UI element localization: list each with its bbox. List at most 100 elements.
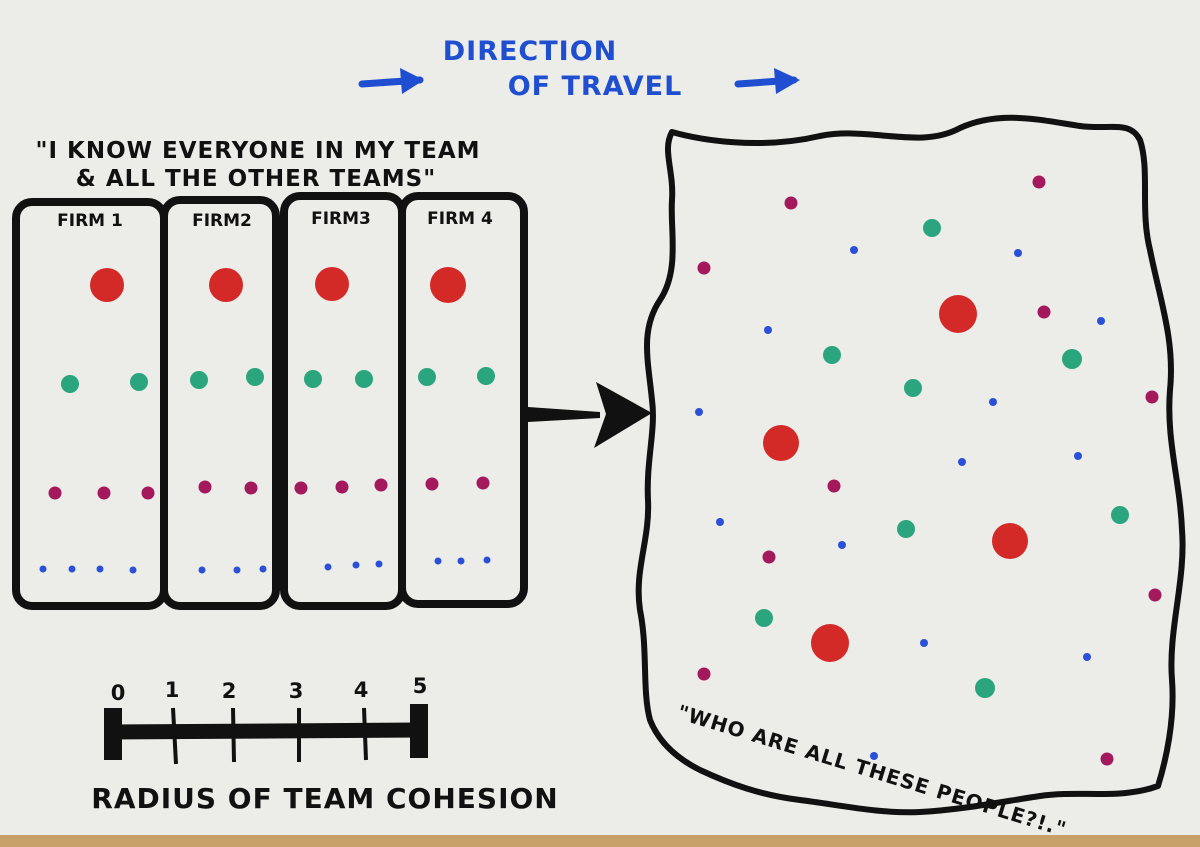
left-blue-arrowhead-icon [400,68,424,94]
firm-4-green-dot [418,368,436,386]
firm-4-box [398,192,528,608]
top-quote: "I KNOW EVERYONE IN MY TEAM & ALL THE OT… [35,138,480,192]
scale-tick-2: 2 [222,679,237,703]
crowd-green-dot [897,520,915,538]
crowd-blue-dot [838,541,846,549]
top-quote-line-1: "I KNOW EVERYONE IN MY TEAM [35,138,480,164]
firm-3-magenta-dot [374,478,388,492]
firm-3-magenta-dot [294,481,308,495]
scale-end-right [410,704,428,758]
direction-label: DIRECTION [443,36,618,67]
crowd-green-dot [904,379,922,397]
scale-tick-5: 5 [413,674,428,698]
crowd-green-dot [755,609,773,627]
crowd-dots [695,175,1162,766]
scale-tick-0: 0 [111,681,126,705]
crowd-blue-dot [764,326,772,334]
firm-2-magenta-dot [244,481,258,495]
crowd-blue-dot [695,408,703,416]
firm-1-blue-dot [39,565,47,573]
scale-end-left [104,708,122,760]
scale-tick-1: 1 [165,678,180,702]
firm-1-green-dot [61,375,79,393]
crowd-blue-dot [850,246,858,254]
firm-3-label: FIRM3 [311,209,371,229]
crowd-blue-dot [716,518,724,526]
crowd-green-dot [823,346,841,364]
firm-4-blue-dot [483,556,491,564]
crowd-magenta-dot [827,479,841,493]
crowd-magenta-dot [1032,175,1046,189]
firm-4-red-dot [430,267,466,303]
crowd-green-dot [923,219,941,237]
crowd-green-dot [975,678,995,698]
crowd-red-dot [992,523,1028,559]
firm-2-magenta-dot [198,480,212,494]
firm-1-green-dot [130,373,148,391]
crowd-blue-dot [989,398,997,406]
crowd-magenta-dot [1100,752,1114,766]
arrow-shaft [528,407,600,422]
crowd-magenta-dot [1145,390,1159,404]
crowd-blob-outline [635,114,1186,816]
right-blue-arrowhead-icon [774,68,800,94]
firm-3-blue-dot [352,561,360,569]
firm-2-blue-dot [198,566,206,574]
crowd-magenta-dot [697,261,711,275]
firm-4-label: FIRM 4 [427,209,493,229]
crowd-blue-dot [958,458,966,466]
scale-tick-mark-4 [362,707,368,761]
crowd-blue-dot [1083,653,1091,661]
firm-4-green-dot [477,367,495,385]
crowd-blue-dot [870,752,878,760]
firm-1-blue-dot [68,565,76,573]
firm-2-box [160,196,280,610]
crowd-blue-dot [920,639,928,647]
firm-1-magenta-dot [48,486,62,500]
firm-3-green-dot [355,370,373,388]
scale-bar [115,722,421,740]
scale-tick-mark-2 [231,707,236,763]
firm-4-blue-dot [434,557,442,565]
firm-3-blue-dot [375,560,383,568]
firm-3-magenta-dot [335,480,349,494]
transition-arrow-icon [528,382,652,448]
crowd-red-dot [763,425,799,461]
firm-3-blue-dot [324,563,332,571]
crowd-magenta-dot [784,196,798,210]
crowd-magenta-dot [1037,305,1051,319]
firm-3-green-dot [304,370,322,388]
firm-2-blue-dot [233,566,241,574]
scale-caption: RADIUS OF TEAM COHESION [91,782,558,815]
firm-2-red-dot [209,268,243,302]
crowd-green-dot [1111,506,1129,524]
crowd-magenta-dot [697,667,711,681]
firm-1-blue-dot [96,565,104,573]
crowd-magenta-dot [1148,588,1162,602]
firm-1-magenta-dot [141,486,155,500]
of-travel-label: OF TRAVEL [508,71,683,102]
crowd-green-dot [1062,349,1082,369]
top-quote-line-2: & ALL THE OTHER TEAMS" [76,166,436,192]
firm-4-magenta-dot [425,477,439,491]
firm-4-blue-dot [457,557,465,565]
crowd-blue-dot [1074,452,1082,460]
firm-1-magenta-dot [97,486,111,500]
crowd-blue-dot [1014,249,1022,257]
firm-2-label: FIRM2 [192,211,252,231]
direction-of-travel: DIRECTION OF TRAVEL [358,36,800,102]
firm-3-red-dot [315,267,349,301]
crowd-magenta-dot [762,550,776,564]
scale-tick-3: 3 [289,679,304,703]
firm-1-label: FIRM 1 [57,211,123,231]
scale-tick-4: 4 [354,678,369,702]
crowd-red-dot [939,295,977,333]
firm-2-green-dot [190,371,208,389]
firm-columns: FIRM 1 FIRM2 FIRM3 FIRM 4 [12,192,528,610]
table-edge [0,835,1200,847]
crowd-red-dot [811,624,849,662]
cohesion-scale: 0 1 2 3 4 5 RADIUS OF TEAM COHESION [91,674,558,815]
firm-4-magenta-dot [476,476,490,490]
